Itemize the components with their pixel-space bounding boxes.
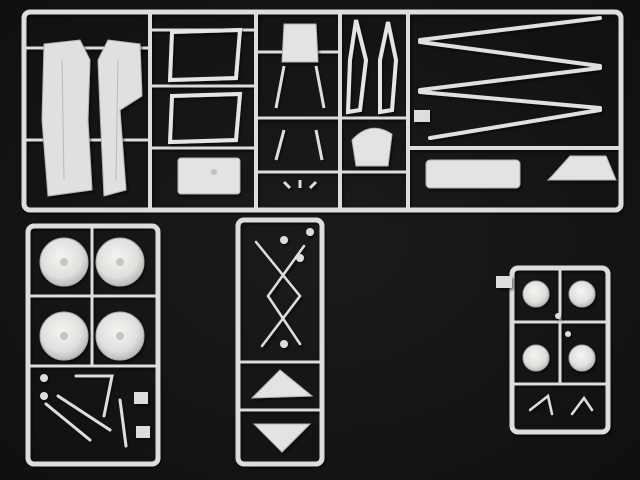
seat-parts [274, 23, 326, 190]
canopy-strip-right [378, 21, 399, 115]
fuselage-seam [61, 59, 65, 181]
float-pontoon [425, 159, 521, 189]
fuselage-half-right [97, 39, 143, 197]
rotor-blade [418, 16, 602, 42]
triangle-plate-lower [252, 423, 312, 453]
sprue-c [235, 217, 325, 467]
rotor-blade [418, 66, 602, 92]
hub-2 [568, 280, 596, 308]
rotor-blade [418, 40, 602, 68]
hub-set-small [496, 276, 596, 372]
strut [44, 374, 128, 448]
linkage-rod [266, 244, 306, 346]
sprue-a-frame [21, 9, 624, 213]
pin [280, 236, 288, 244]
hub-4 [568, 344, 596, 372]
rotor-blade-set [418, 16, 602, 140]
small-tab [496, 276, 512, 288]
fuselage-parts [41, 39, 143, 197]
canopy-strip-left [345, 19, 369, 115]
pin [296, 254, 304, 262]
seat-legs [274, 65, 326, 161]
roof-cover [546, 155, 617, 181]
small-struts [528, 313, 594, 416]
sprue-b [25, 223, 161, 467]
small-strut [570, 395, 594, 416]
sprue-c-frame [235, 217, 325, 467]
pin [280, 340, 288, 348]
triangle-plate-upper [250, 369, 314, 399]
strut-tab [134, 392, 148, 404]
canopy-parts [345, 19, 399, 167]
wheel-3-hub [60, 332, 68, 340]
rotor-blade [418, 90, 602, 110]
hub-3 [522, 344, 550, 372]
strut-assembly [40, 374, 150, 448]
pin [555, 313, 561, 319]
triangle-plates [250, 369, 314, 453]
strut-tab [136, 426, 150, 438]
small-tab [414, 110, 430, 122]
small-strut [528, 393, 554, 416]
pin [565, 331, 571, 337]
seat [281, 23, 319, 63]
wheel-2-hub [116, 258, 124, 266]
wheel-4-hub [116, 332, 124, 340]
window-frames [167, 27, 243, 195]
window-frame-lower [167, 91, 243, 145]
wheel-set-large [39, 237, 145, 361]
pin [306, 228, 314, 236]
sprue-d [509, 265, 611, 435]
window-frame-upper [167, 27, 243, 83]
cabin-box [177, 157, 241, 195]
float-and-roof [414, 110, 617, 189]
linkage-rod [254, 240, 302, 348]
small-knob [40, 374, 48, 382]
sprue-a [21, 9, 624, 213]
hub-1 [522, 280, 550, 308]
linkage-rods [254, 228, 314, 348]
fuselage-seam [115, 59, 119, 181]
wheel-1-hub [60, 258, 68, 266]
fuselage-half-left [41, 39, 93, 197]
small-brackets [282, 180, 318, 190]
small-knob [40, 392, 48, 400]
canopy-dome [351, 127, 393, 167]
rotor-blade [428, 108, 602, 140]
cabin-box-hole [211, 169, 217, 175]
